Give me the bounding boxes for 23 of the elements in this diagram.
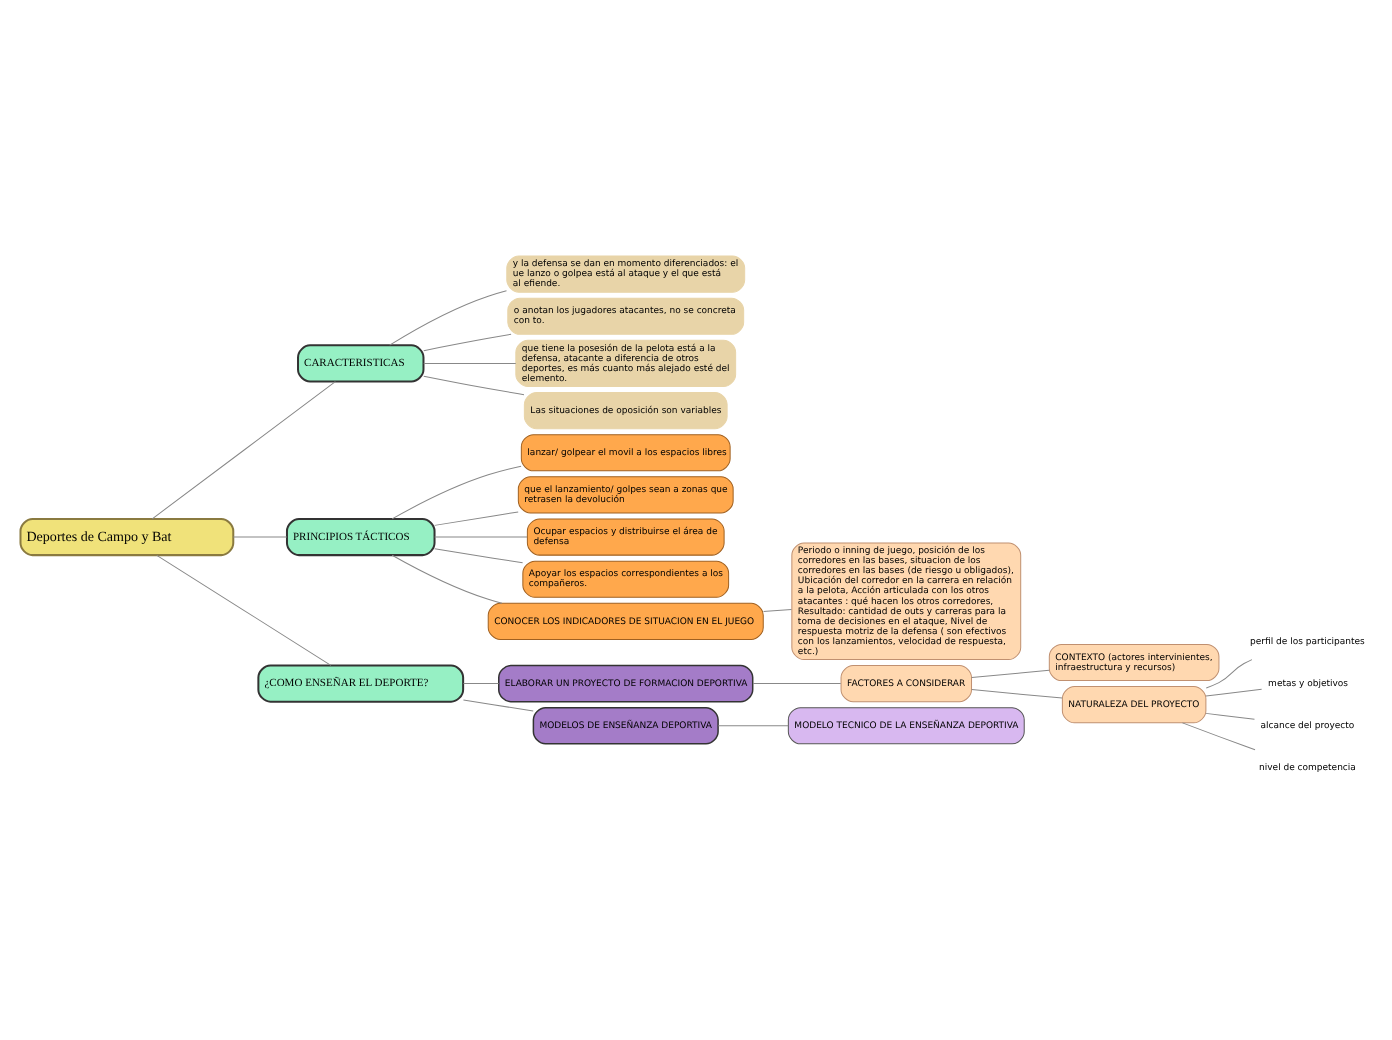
connector xyxy=(434,547,524,563)
connector xyxy=(752,682,842,684)
connector xyxy=(717,724,789,726)
connector xyxy=(391,553,503,603)
connector xyxy=(423,374,525,395)
connector xyxy=(462,682,500,684)
connector xyxy=(232,535,288,537)
connector xyxy=(156,553,332,665)
connector xyxy=(971,668,1050,678)
connector xyxy=(434,535,528,537)
connector xyxy=(1205,658,1253,688)
connector xyxy=(1205,711,1255,719)
connector xyxy=(434,510,519,525)
connector xyxy=(389,289,507,345)
connector xyxy=(1205,687,1263,696)
connector xyxy=(462,698,534,711)
connector xyxy=(423,361,517,363)
connector xyxy=(971,688,1063,698)
connector xyxy=(763,608,792,611)
connector xyxy=(1182,721,1256,750)
connector xyxy=(423,332,512,351)
connector xyxy=(151,380,336,519)
connector xyxy=(391,464,522,519)
